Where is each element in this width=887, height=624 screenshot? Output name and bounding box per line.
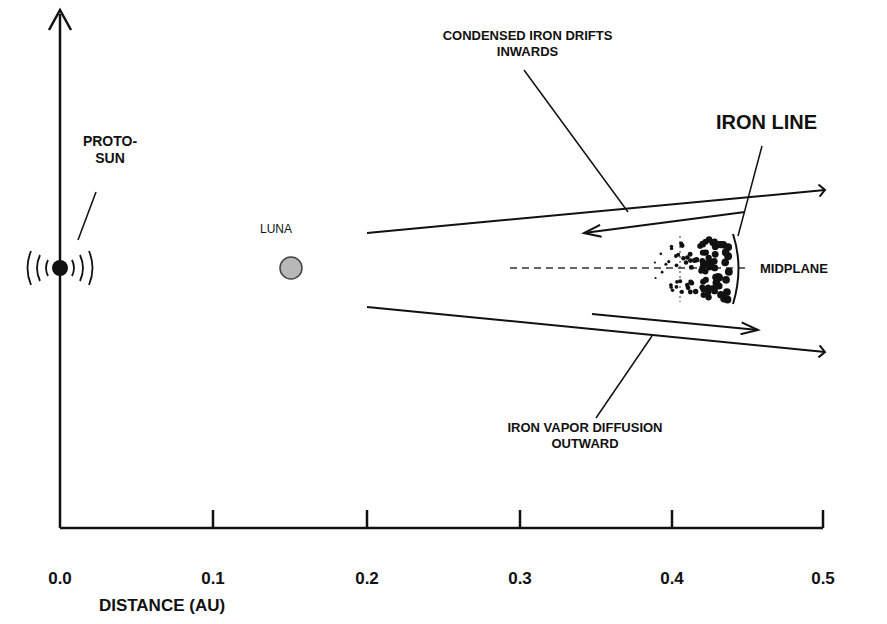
tick-label: 0.3 (508, 569, 532, 589)
iron-grain (688, 258, 693, 263)
iron-grain (670, 247, 673, 250)
iron-grain (661, 271, 664, 274)
iron-grain (722, 276, 730, 284)
iron-grain (689, 265, 694, 270)
sun-rays (28, 251, 93, 285)
callout-label: CONDENSED IRON DRIFTS INWARDS (440, 28, 615, 59)
iron-grain (680, 290, 684, 294)
iron-grain (675, 263, 679, 267)
iron-grain (709, 239, 716, 246)
disk-surface (367, 190, 825, 352)
iron-grain (701, 250, 707, 256)
proto-sun (28, 192, 97, 285)
sun-dot (52, 260, 68, 276)
tick-mark (671, 510, 674, 528)
iron-line-front (733, 234, 739, 304)
iron-grain (699, 241, 705, 247)
iron-grain (711, 265, 718, 272)
tick-label: 0.0 (48, 569, 72, 589)
iron-grain (654, 277, 656, 279)
luna-body (280, 257, 302, 279)
iron-grain (714, 273, 721, 280)
iron-grain (684, 260, 689, 265)
tick-mark (212, 510, 215, 528)
iron-grain (705, 294, 711, 300)
tick-label: 0.5 (811, 569, 835, 589)
iron-grain (717, 291, 724, 298)
iron-grain (703, 277, 709, 283)
iron-grain (693, 289, 698, 294)
callout-label: IRON VAPOR DIFFUSION OUTWARD (495, 420, 675, 451)
iron-grain (711, 258, 718, 265)
iron-grains (654, 236, 733, 303)
iron-grain (664, 263, 667, 266)
iron-grain (712, 251, 719, 258)
iron-grain (681, 256, 685, 260)
tick-label: 0.4 (660, 569, 684, 589)
callout-label: IRON LINE (716, 110, 886, 134)
tick-label: 0.2 (355, 569, 379, 589)
iron-grain (660, 253, 663, 256)
leader-line (78, 192, 96, 240)
axis-title: DISTANCE (AU) (62, 596, 262, 616)
iron-grain (725, 268, 733, 276)
iron-grain (669, 283, 672, 286)
iron-grain (667, 260, 670, 263)
tick-mark (519, 510, 522, 528)
horizontal-axis (60, 527, 823, 530)
axis-arrowhead (49, 10, 71, 30)
iron-grain (675, 285, 679, 289)
tick-mark (366, 510, 369, 528)
outward-arrow (592, 314, 758, 330)
axis-line-label: MIDPLANE (760, 261, 880, 277)
body-label: LUNA (251, 222, 301, 236)
iron-grain (679, 241, 683, 245)
iron-grain (717, 241, 724, 248)
iron-grain (685, 283, 690, 288)
iron-grain (654, 262, 656, 264)
tick-mark (822, 510, 825, 528)
iron-grain (688, 290, 693, 295)
iron-grain (676, 253, 680, 257)
iron-grain (722, 249, 730, 257)
inward-arrow (584, 212, 745, 233)
axes (49, 10, 823, 528)
body-label: PROTO- SUN (70, 133, 150, 167)
iron-grain (721, 259, 729, 267)
tick-label: 0.1 (201, 569, 225, 589)
iron-grain (675, 280, 679, 284)
iron-grain (703, 262, 709, 268)
iron-grain (715, 282, 722, 289)
iron-grain (671, 289, 675, 293)
